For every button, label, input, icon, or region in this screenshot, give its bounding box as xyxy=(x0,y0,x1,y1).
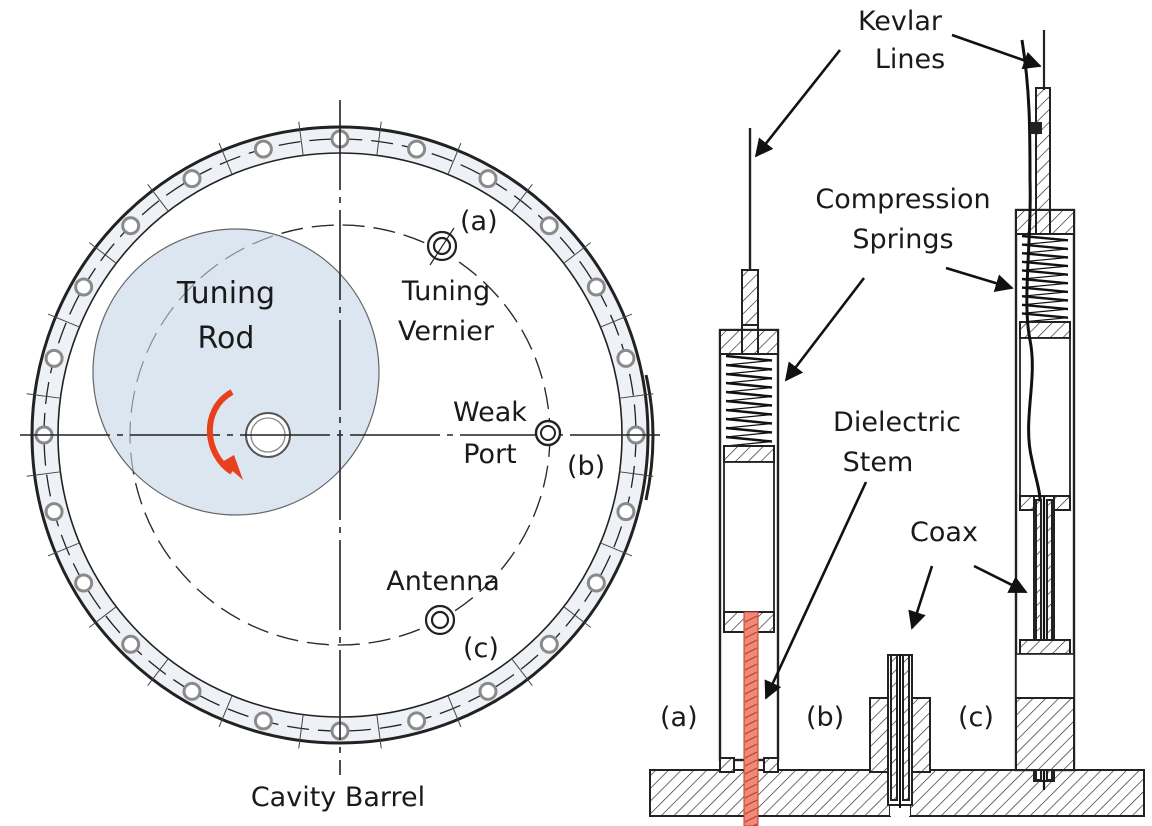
bolt-hole xyxy=(539,634,559,654)
kevlar-arrow-right xyxy=(951,33,1042,70)
section-a-label: (a) xyxy=(660,702,698,733)
kevlar-label-line2: Lines xyxy=(875,44,945,75)
bolt-hole xyxy=(407,711,427,731)
bolt-hole xyxy=(586,573,606,593)
weak-port xyxy=(534,419,562,447)
antenna-label: Antenna xyxy=(386,566,500,597)
cavity-barrel-label: Cavity Barrel xyxy=(251,782,425,813)
compression-spring-a xyxy=(725,354,773,447)
weak-port-label-line2: Port xyxy=(463,439,517,470)
tuning-vernier-port xyxy=(426,227,458,266)
bolt-hole xyxy=(121,634,141,654)
bolt-hole xyxy=(253,711,273,731)
bolt-hole xyxy=(478,681,498,701)
coax-label: Coax xyxy=(910,517,978,548)
compression-arrow-left xyxy=(784,277,866,382)
bolt-hole xyxy=(74,277,94,297)
bolt-hole xyxy=(478,169,498,189)
cavity-top-view: Tuning Rod (a) Tuning Vernier Weak Port … xyxy=(20,100,665,813)
kevlar-wire xyxy=(1020,39,1042,501)
tuning-rod xyxy=(92,228,380,516)
cross-section-view: Kevlar Lines Compression Springs Dielect… xyxy=(649,6,1145,826)
dielectric-stem xyxy=(743,611,759,826)
bolt-hole xyxy=(253,139,273,159)
marker-a: (a) xyxy=(460,206,498,237)
compression-arrow-right xyxy=(945,266,1014,292)
section-b-label: (b) xyxy=(806,702,844,733)
tuning-vernier-label-line1: Tuning xyxy=(401,276,490,307)
compression-label-line2: Springs xyxy=(852,224,953,255)
dielectric-label-line1: Dielectric xyxy=(833,407,961,438)
dielectric-label-line2: Stem xyxy=(843,447,914,478)
bolt-hole xyxy=(539,216,559,236)
bolt-hole xyxy=(407,139,427,159)
coax-arrow-left xyxy=(908,565,934,630)
compression-label-line1: Compression xyxy=(815,184,990,215)
flange-bolts xyxy=(26,121,654,749)
kevlar-label-line1: Kevlar xyxy=(858,6,943,37)
marker-c: (c) xyxy=(463,633,499,664)
marker-b: (b) xyxy=(567,451,605,482)
bolt-hole xyxy=(44,502,64,522)
bolt-hole xyxy=(616,502,636,522)
tuning-rod-label-line2: Rod xyxy=(198,321,255,356)
section-c-label: (c) xyxy=(958,702,994,733)
bolt-hole xyxy=(182,681,202,701)
bolt-hole xyxy=(121,216,141,236)
bolt-hole xyxy=(74,573,94,593)
bolt-hole xyxy=(586,277,606,297)
kevlar-arrow-left xyxy=(754,49,842,158)
weak-port-label-line1: Weak xyxy=(453,397,527,428)
tuning-rod-label-line1: Tuning xyxy=(176,276,275,311)
section-a-assembly xyxy=(718,128,780,826)
bolt-hole xyxy=(616,348,636,368)
bolt-hole xyxy=(44,348,64,368)
bolt-hole xyxy=(182,169,202,189)
section-c-assembly xyxy=(1014,30,1076,790)
antenna-port xyxy=(424,604,456,636)
tuning-vernier-label-line2: Vernier xyxy=(398,316,495,347)
coax-arrow-right xyxy=(973,564,1028,594)
dielectric-arrow xyxy=(764,481,868,700)
rotation-arrow xyxy=(206,389,234,475)
section-b-assembly xyxy=(869,654,931,808)
